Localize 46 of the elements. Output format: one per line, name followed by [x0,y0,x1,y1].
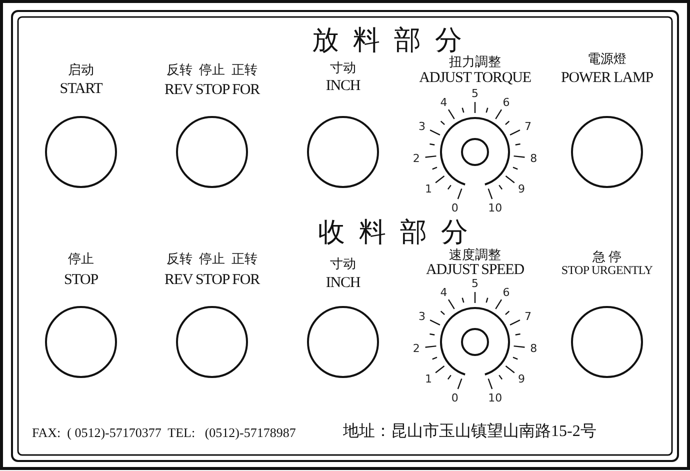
scale-number: 7 [524,120,532,134]
scale-number: 10 [488,391,502,404]
control-label: 反转 停止 正转 [166,63,258,76]
scale-number: 0 [451,391,458,404]
control-caption: REV STOP FOR [163,273,262,288]
section-title: 放料部分 [312,27,476,54]
scale-number: 5 [472,87,478,100]
control-label: 扭力調整 [448,55,502,68]
scale-number: 6 [502,286,510,299]
control-label: 寸动 [329,257,357,270]
scale-number: 3 [418,120,426,134]
control-label: 寸动 [329,61,357,74]
control-caption: ADJUST SPEED [425,263,525,278]
control-caption: START [58,82,104,97]
control-label: 反转 停止 正转 [166,252,258,265]
control-label: 停止 [67,252,95,265]
control-caption: STOP [62,273,99,288]
scale-number: 5 [472,277,478,290]
scale-number: 4 [440,286,448,299]
control-caption: INCH [324,276,362,291]
control-caption: REV STOP FOR [163,83,262,98]
control-caption: ADJUST TORQUE [418,71,532,86]
scale-number: 2 [412,152,420,166]
scale-number: 10 [488,201,502,214]
scale-number: 1 [425,372,432,386]
scale-number: 7 [524,310,532,324]
control-label: 急 停 [591,250,623,263]
scale-number: 8 [530,342,538,356]
scale-number: 4 [440,96,448,109]
scale-number: 9 [518,182,525,196]
section-title: 收料部分 [318,219,482,246]
control-label: 電源燈 [586,52,628,65]
scale-number: 8 [530,152,538,166]
control-label: 速度調整 [448,248,502,261]
scale-number: 3 [418,310,426,324]
address-line: 地址：昆山市玉山镇望山南路15-2号 [343,424,596,440]
contact-line: FAX: ( 0512)-57170377 TEL: (0512)-57178987 [32,426,296,439]
scale-number: 6 [502,96,510,109]
scale-number: 2 [412,342,420,356]
scale-number: 0 [451,201,458,214]
control-label: 启动 [67,63,95,76]
control-caption: INCH [324,79,362,94]
control-caption: STOP URGENTLY [560,264,654,276]
scale-number: 9 [518,372,525,386]
control-caption: POWER LAMP [560,71,654,86]
scale-number: 1 [425,182,432,196]
